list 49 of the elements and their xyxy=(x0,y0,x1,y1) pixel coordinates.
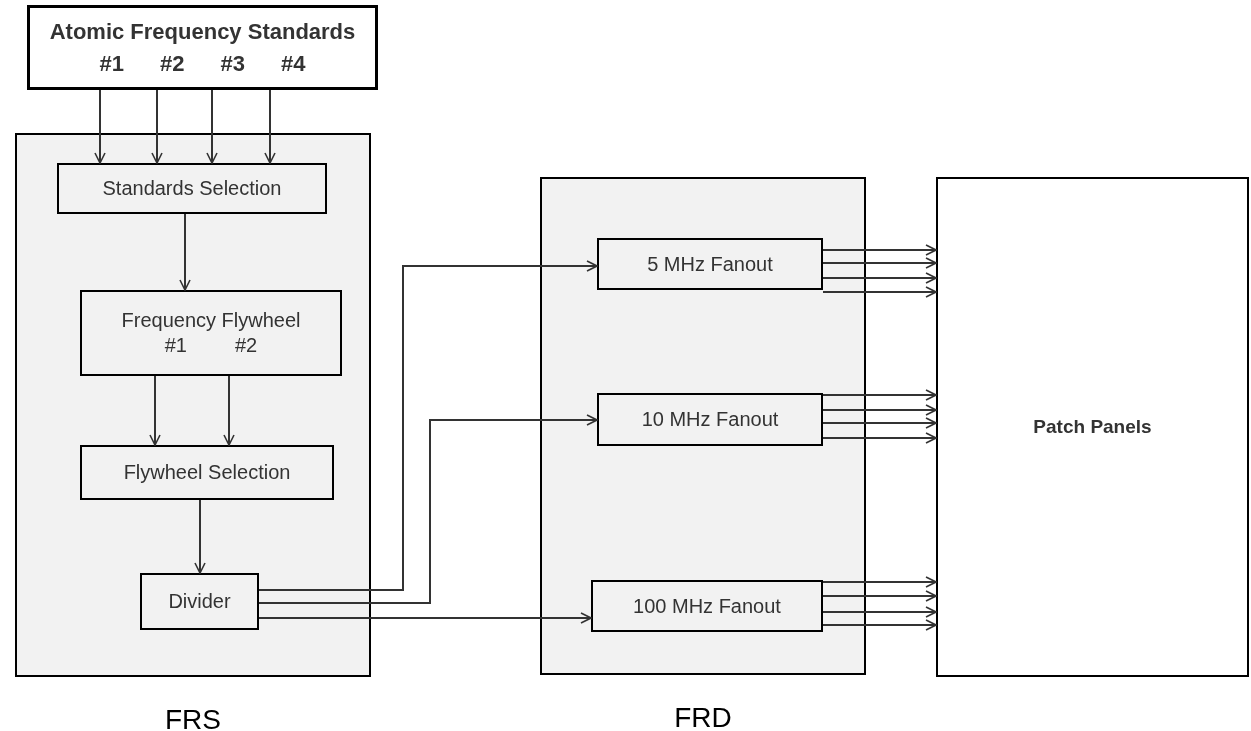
source-box xyxy=(27,5,378,90)
box-title: Patch Panels xyxy=(1033,415,1152,439)
box-title: 5 MHz Fanout xyxy=(647,251,773,277)
channel-number: #1 xyxy=(164,333,187,358)
arrow xyxy=(822,257,937,269)
arrow xyxy=(223,375,235,446)
arrow xyxy=(149,375,161,446)
arrow xyxy=(258,612,592,624)
channel-number: #4 xyxy=(281,49,306,77)
channel-number: #3 xyxy=(220,49,245,77)
arrow xyxy=(822,619,937,631)
process-box xyxy=(591,580,823,632)
box-title: Frequency Flywheel xyxy=(121,308,301,333)
arrow xyxy=(822,432,937,444)
process-box xyxy=(140,573,259,630)
box-title: 100 MHz Fanout xyxy=(633,593,781,619)
arrow xyxy=(151,89,163,164)
arrow xyxy=(822,606,937,618)
box-title: Atomic Frequency Standards xyxy=(49,18,356,46)
arrow xyxy=(822,417,937,429)
arrow xyxy=(258,414,598,604)
arrow xyxy=(822,576,937,588)
arrow xyxy=(264,89,276,164)
box-title: Divider xyxy=(168,589,231,614)
arrow xyxy=(822,404,937,416)
channel-number: #1 xyxy=(99,49,124,77)
patch-panel-box xyxy=(936,177,1249,677)
box-title: Flywheel Selection xyxy=(123,460,291,485)
process-box xyxy=(80,290,342,376)
channel-number: #2 xyxy=(160,49,185,77)
arrow xyxy=(179,213,191,291)
arrow xyxy=(94,89,106,164)
arrow xyxy=(822,244,937,256)
process-box xyxy=(597,238,823,290)
arrow xyxy=(206,89,218,164)
process-box xyxy=(57,163,327,214)
arrow xyxy=(822,590,937,602)
arrow xyxy=(258,260,598,591)
box-title: 10 MHz Fanout xyxy=(641,407,779,432)
channel-number: #2 xyxy=(235,333,258,358)
arrow xyxy=(822,272,937,284)
box-title: Standards Selection xyxy=(102,176,282,201)
arrow xyxy=(822,286,937,298)
panel-label: FRS xyxy=(165,703,221,731)
arrow xyxy=(822,389,937,401)
arrow xyxy=(194,499,206,574)
panel-label: FRD xyxy=(674,701,732,731)
process-box xyxy=(597,393,823,446)
process-box xyxy=(80,445,334,500)
